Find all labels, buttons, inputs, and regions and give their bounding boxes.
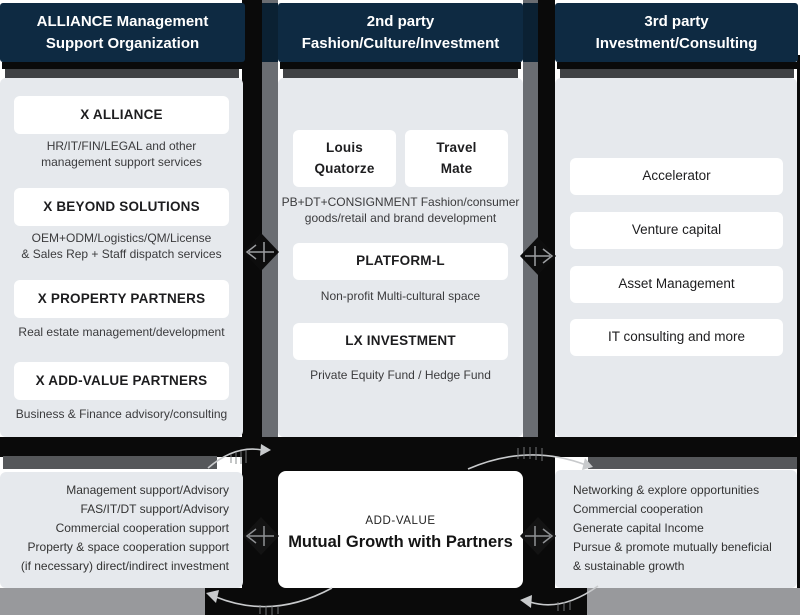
x-beyond-solutions-box: X BEYOND SOLUTIONS — [14, 188, 229, 226]
left-header-line2: Support Organization — [45, 34, 200, 52]
note-item: Generate capital Income — [573, 521, 704, 535]
lx-investment-label: LX INVESTMENT — [345, 333, 456, 349]
right-bottom-notes: Networking & explore opportunities Comme… — [573, 481, 773, 576]
right-header-line2: Investment/Consulting — [595, 34, 758, 52]
platform-l-label: PLATFORM-L — [356, 253, 445, 269]
x-add-value-partners-box: X ADD-VALUE PARTNERS — [14, 362, 229, 400]
left-header-shadow — [2, 62, 242, 69]
left-header-shadow2 — [5, 69, 239, 78]
x-property-partners-label: X PROPERTY PARTNERS — [37, 290, 206, 306]
bottom-band-gray-right — [587, 588, 800, 615]
right-panel — [555, 78, 797, 437]
mid-band-gray-left — [3, 456, 217, 469]
note-item: (if necessary) direct/indirect investmen… — [20, 559, 229, 573]
left-bottom-notes: Management support/Advisory FAS/IT/DT su… — [4, 481, 229, 576]
left-header-line1: ALLIANCE Management — [36, 12, 209, 30]
left-bottom-panel — [0, 472, 243, 588]
x-property-partners-desc: Real estate management/development — [18, 325, 225, 339]
middle-header-line1: 2nd party — [366, 12, 435, 30]
right-gap-bevel — [523, 0, 538, 437]
x-beyond-solutions-label: X BEYOND SOLUTIONS — [43, 198, 200, 214]
curved-arrow-left-icon — [206, 587, 333, 615]
add-value-eyebrow: ADD-VALUE — [365, 515, 436, 527]
asset-management-box: Asset Management — [570, 266, 783, 303]
left-column-header: ALLIANCE Management Support Organization — [0, 3, 245, 62]
right-header-line1: 3rd party — [644, 12, 709, 30]
curved-arrow-left-icon — [520, 585, 599, 611]
left-right-arrow-icon — [243, 517, 279, 555]
note-item: Management support/Advisory — [66, 483, 229, 497]
x-beyond-solutions-desc: OEM+ODM/Logistics/QM/License & Sales Rep… — [21, 231, 222, 261]
middle-header-line2: Fashion/Culture/Investment — [301, 34, 500, 52]
it-consulting-box: IT consulting and more — [570, 319, 783, 356]
left-gap-bevel — [262, 0, 278, 437]
travel-mate-box: Travel Mate — [405, 130, 508, 187]
note-item: Pursue & promote mutually beneficial & s… — [573, 540, 772, 573]
right-edge-shadow — [797, 55, 800, 588]
brand-desc: PB+DT+CONSIGNMENT Fashion/consumer goods… — [281, 195, 520, 225]
left-right-arrow-icon — [520, 237, 556, 275]
middle-header-shadow2 — [283, 69, 518, 78]
add-value-box: ADD-VALUE Mutual Growth with Partners — [278, 471, 523, 588]
venture-capital-box: Venture capital — [570, 212, 783, 249]
left-right-arrow-icon — [243, 233, 279, 271]
curved-arrow-right-icon — [207, 444, 271, 469]
bottom-band-gray-left — [0, 588, 205, 615]
lx-investment-box: LX INVESTMENT — [293, 323, 508, 360]
x-add-value-partners-desc: Business & Finance advisory/consulting — [15, 407, 228, 421]
right-header-shadow — [557, 62, 797, 69]
middle-header-shadow — [280, 62, 521, 69]
curved-arrow-right-icon — [467, 447, 593, 470]
right-bottom-panel — [555, 470, 797, 588]
left-right-arrow-icon — [520, 517, 556, 555]
x-alliance-desc: HR/IT/FIN/LEGAL and other management sup… — [41, 139, 202, 169]
accelerator-box: Accelerator — [570, 158, 783, 195]
platform-l-box: PLATFORM-L — [293, 243, 508, 280]
note-item: Commercial cooperation — [573, 502, 704, 516]
right-gap-header-fill — [523, 3, 538, 62]
mutual-growth-title: Mutual Growth with Partners — [288, 533, 513, 551]
lx-investment-desc: Private Equity Fund / Hedge Fund — [310, 368, 491, 382]
left-gap-header-fill — [262, 3, 278, 62]
note-item: Property & space cooperation support — [27, 540, 229, 554]
louis-quatorze-box: Louis Quatorze — [293, 130, 396, 187]
platform-l-desc: Non-profit Multi-cultural space — [320, 289, 481, 303]
right-header-shadow2 — [560, 69, 794, 78]
middle-column-header: 2nd party Fashion/Culture/Investment — [278, 3, 523, 62]
note-item: Networking & explore opportunities — [573, 483, 760, 497]
right-column-header: 3rd party Investment/Consulting — [555, 3, 798, 62]
x-property-partners-box: X PROPERTY PARTNERS — [14, 280, 229, 318]
x-alliance-box: X ALLIANCE — [14, 96, 229, 134]
x-alliance-label: X ALLIANCE — [80, 106, 163, 122]
mid-band-gray-right — [588, 457, 797, 469]
note-item: Commercial cooperation support — [55, 521, 229, 535]
note-item: FAS/IT/DT support/Advisory — [80, 502, 230, 516]
x-add-value-partners-label: X ADD-VALUE PARTNERS — [35, 372, 208, 388]
